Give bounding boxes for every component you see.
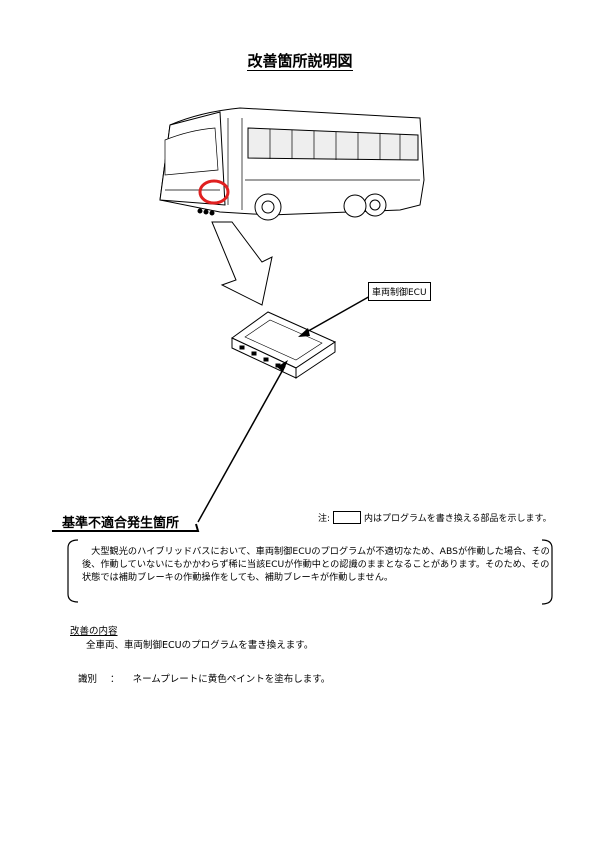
identification-separator: ： xyxy=(110,674,120,685)
note-prefix: 注: xyxy=(318,514,331,524)
note: 注: 内はプログラムを書き換える部品を示します。 xyxy=(318,511,552,524)
bus-illustration xyxy=(159,107,425,221)
identification-label: 識別 xyxy=(78,674,98,685)
big-arrow xyxy=(211,221,273,306)
improvement-text: 全車両、車両制御ECUのプログラムを書き換えます。 xyxy=(86,640,314,651)
title-text: 改善箇所説明図 xyxy=(247,52,353,71)
highlight-circle xyxy=(198,179,230,205)
note-suffix: 内はプログラムを書き換える部品を示します。 xyxy=(364,514,552,524)
identification: 識別 ： ネームプレートに黄色ペイントを塗布します。 xyxy=(78,671,330,685)
page-title: 改善箇所説明図 xyxy=(0,50,600,71)
identification-text: ネームプレートに黄色ペイントを塗布します。 xyxy=(132,674,331,685)
description: 大型観光のハイブリッドバスにおいて、車両制御ECUのプログラムが不適切なため、A… xyxy=(82,546,550,583)
improvement-heading: 改善の内容 xyxy=(70,626,118,637)
section-heading: 基準不適合発生箇所 xyxy=(62,516,180,531)
note-box-symbol xyxy=(333,511,362,524)
ecu-label: 車両制御ECU xyxy=(368,282,431,301)
